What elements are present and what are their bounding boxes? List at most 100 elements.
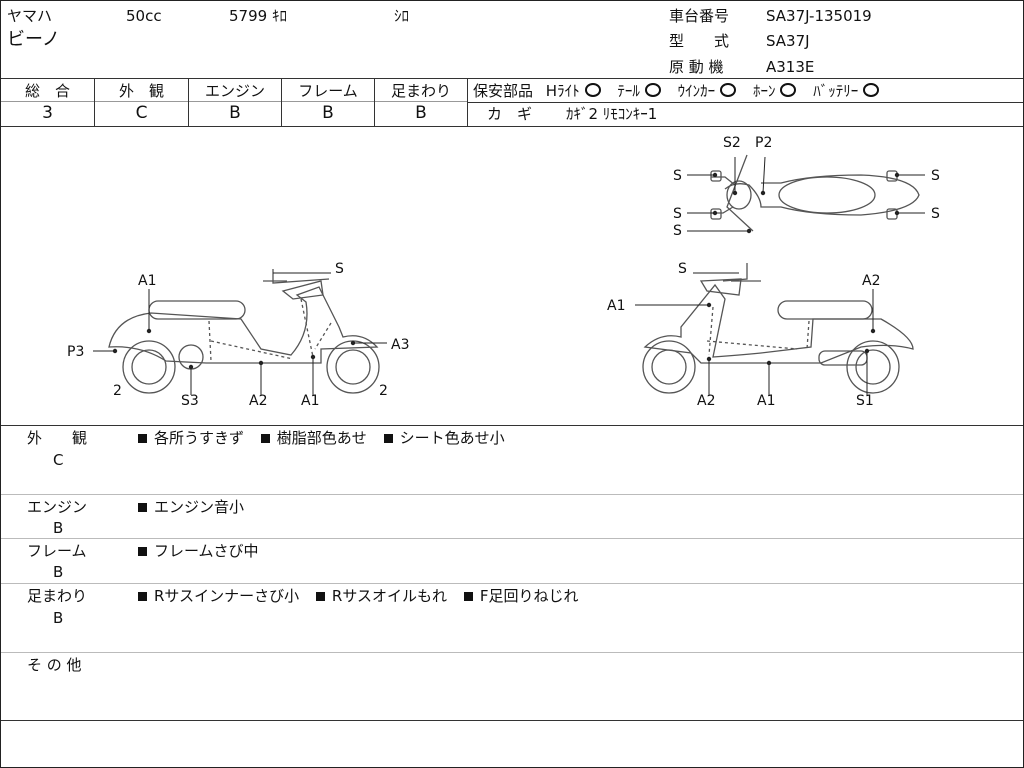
bullet-square-icon bbox=[260, 433, 270, 443]
bullet-square-icon bbox=[315, 591, 325, 601]
safety-item-battery: ﾊﾞｯﾃﾘｰ bbox=[813, 82, 880, 100]
scooter-left-side-view bbox=[108, 269, 380, 394]
note-item: シート色あせ小 bbox=[399, 429, 505, 447]
diagram-label: S1 bbox=[856, 393, 874, 409]
note-items-suspension: Rサスインナーさび小 Rサスオイルもれ F足回りねじれ bbox=[138, 587, 590, 605]
bullet-square-icon bbox=[463, 591, 473, 601]
note-category: 外 観 bbox=[27, 429, 88, 447]
bullet-square-icon bbox=[383, 433, 393, 443]
divider bbox=[94, 78, 95, 126]
bullet-square-icon bbox=[138, 546, 147, 556]
type-value: SA37J bbox=[766, 32, 810, 50]
diagram-label: 2 bbox=[113, 383, 122, 399]
engine-value: A313E bbox=[766, 58, 815, 76]
diagram-label: S2 bbox=[723, 135, 741, 151]
diagram-label: A1 bbox=[607, 298, 625, 314]
diagram-label: P3 bbox=[67, 344, 84, 360]
note-item: エンジン音小 bbox=[154, 498, 245, 516]
note-category: エンジン bbox=[27, 498, 88, 516]
key-value: ｶｷﾞ2 ﾘﾓｺﾝｷｰ1 bbox=[566, 105, 658, 123]
scooter-top-view bbox=[710, 154, 920, 232]
maker: ヤマハ bbox=[7, 7, 53, 25]
model-name: ビーノ bbox=[7, 29, 60, 50]
note-items-frame: フレームさび中 bbox=[138, 542, 271, 560]
grade-frame-label: フレーム bbox=[298, 82, 358, 100]
safety-item-taillight: ﾃｰﾙ bbox=[617, 82, 661, 100]
divider bbox=[1, 720, 1023, 721]
divider bbox=[1, 126, 1023, 127]
diagram-label: A1 bbox=[757, 393, 775, 409]
note-grade: B bbox=[53, 563, 64, 581]
ok-circle-icon bbox=[720, 83, 737, 97]
divider bbox=[1, 652, 1023, 653]
safety-item-winker: ｳｲﾝｶｰ bbox=[678, 82, 737, 100]
diagram-label: P2 bbox=[755, 135, 772, 151]
safety-item-horn: ﾎｰﾝ bbox=[753, 82, 797, 100]
safety-item-label: ﾃｰﾙ bbox=[617, 82, 640, 100]
safety-item-label: Hﾗｲﾄ bbox=[545, 82, 580, 100]
note-item: フレームさび中 bbox=[154, 542, 259, 560]
note-item: Rサスインナーさび小 bbox=[154, 587, 300, 605]
bullet-square-icon bbox=[138, 502, 147, 512]
type-label: 型 式 bbox=[669, 32, 730, 50]
damage-points bbox=[112, 172, 900, 370]
diagram-label: A2 bbox=[249, 393, 267, 409]
ok-circle-icon bbox=[584, 83, 601, 97]
safety-item-label: ﾊﾞｯﾃﾘｰ bbox=[813, 82, 859, 100]
frame-no-label: 車台番号 bbox=[669, 7, 730, 25]
note-grade: C bbox=[53, 451, 64, 469]
divider bbox=[1, 494, 1023, 495]
bullet-square-icon bbox=[138, 591, 147, 601]
note-category: そ の 他 bbox=[27, 656, 82, 674]
note-item: 樹脂部色あせ bbox=[276, 429, 367, 447]
key-label: カ ギ bbox=[487, 105, 533, 123]
ok-circle-icon bbox=[644, 83, 661, 97]
divider bbox=[1, 78, 1023, 79]
note-item: 各所うすきず bbox=[154, 429, 245, 447]
divider bbox=[467, 78, 468, 126]
grade-exterior-label: 外 観 bbox=[118, 82, 164, 100]
divider bbox=[1, 101, 467, 102]
divider bbox=[281, 78, 282, 126]
scooter-right-side-view bbox=[642, 263, 914, 394]
diagram-label: S3 bbox=[181, 393, 199, 409]
displacement: 50cc bbox=[126, 7, 162, 25]
grade-exterior-value: C bbox=[135, 103, 148, 123]
grade-engine-label: エンジン bbox=[204, 82, 265, 100]
diagram-label: A3 bbox=[391, 337, 409, 353]
divider bbox=[188, 78, 189, 126]
label-leaders bbox=[93, 156, 925, 395]
safety-label: 保安部品 bbox=[473, 82, 534, 100]
diagram-label: 2 bbox=[379, 383, 388, 399]
divider bbox=[467, 102, 1023, 103]
diagram-label: S bbox=[678, 261, 687, 277]
divider bbox=[374, 78, 375, 126]
note-item: Rサスオイルもれ bbox=[331, 587, 448, 605]
diagram-label: A1 bbox=[138, 273, 156, 289]
bullet-square-icon bbox=[138, 433, 147, 443]
grade-suspension-value: B bbox=[415, 103, 427, 123]
diagram-label: A2 bbox=[697, 393, 715, 409]
divider bbox=[1, 425, 1023, 426]
diagram-label: S bbox=[335, 261, 344, 277]
safety-item-label: ｳｲﾝｶｰ bbox=[677, 82, 716, 100]
note-grade: B bbox=[53, 519, 64, 537]
divider bbox=[1, 538, 1023, 539]
damage-diagram: S A1 P3 A3 2 S3 A2 A1 2 S A2 A1 A2 A1 S1… bbox=[67, 135, 940, 409]
grade-total-label: 総 合 bbox=[24, 82, 70, 100]
diagram-label: S bbox=[673, 168, 682, 184]
frame-no: SA37J-135019 bbox=[766, 7, 872, 25]
note-item: F足回りねじれ bbox=[479, 587, 579, 605]
note-category: フレーム bbox=[27, 542, 87, 560]
color: ｼﾛ bbox=[394, 7, 410, 25]
ok-circle-icon bbox=[780, 83, 797, 97]
divider bbox=[1, 583, 1023, 584]
note-items-engine: エンジン音小 bbox=[138, 498, 256, 516]
ok-circle-icon bbox=[863, 83, 880, 97]
diagram-label: S bbox=[673, 206, 682, 222]
safety-item-headlight: Hﾗｲﾄ bbox=[546, 82, 601, 100]
diagram-label: S bbox=[931, 206, 940, 222]
note-category: 足まわり bbox=[27, 587, 88, 605]
engine-label: 原 動 機 bbox=[669, 58, 724, 76]
